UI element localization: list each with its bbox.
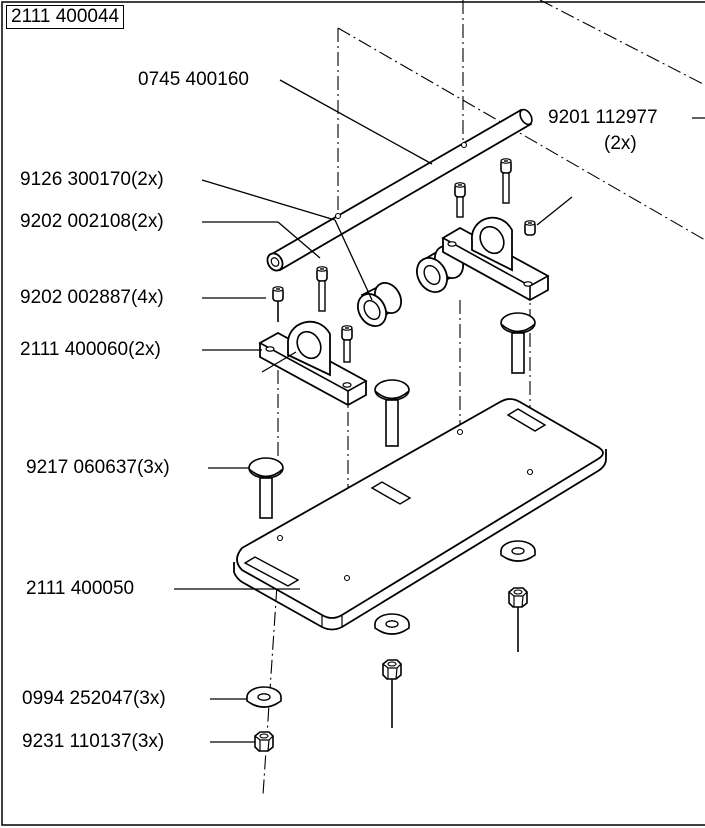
assembly-number-box: 2111 400044 — [6, 5, 125, 29]
nut-parts — [254, 587, 528, 752]
callout-screw-long: 9202 002108(2x) — [20, 211, 164, 232]
callout-nut: 9231 110137(3x) — [22, 731, 165, 752]
callout-bolt: 9217 060637(3x) — [26, 457, 170, 478]
screw-parts — [272, 158, 573, 363]
callout-clip: 9201 112977 — [548, 107, 658, 128]
leader-lines — [174, 79, 705, 743]
callout-washer: 0994 252047(3x) — [22, 688, 166, 709]
bracket-part-right — [441, 216, 550, 302]
rod-part — [266, 108, 533, 272]
callout-screw-short: 9202 002887(4x) — [20, 287, 164, 308]
callout-bracket: 2111 400060(2x) — [20, 339, 161, 360]
callout-base-plate: 2111 400050 — [26, 578, 135, 599]
callout-rod: 0745 400160 — [138, 69, 249, 90]
callout-bushing: 9126 300170(2x) — [20, 169, 164, 190]
callout-clip-quantity: (2x) — [604, 133, 637, 154]
base-plate-part — [233, 398, 607, 631]
bolt-parts — [248, 312, 536, 519]
bracket-part-left — [258, 320, 368, 407]
